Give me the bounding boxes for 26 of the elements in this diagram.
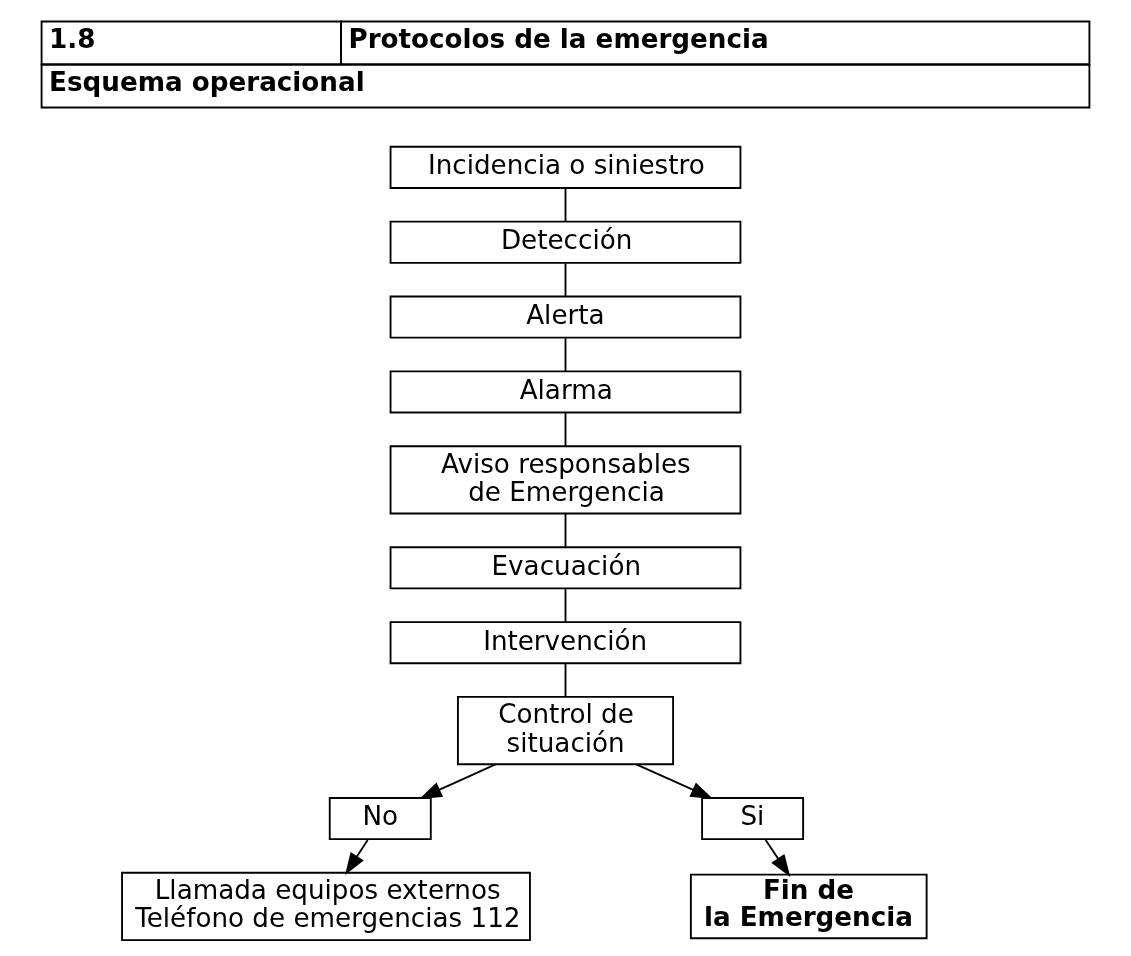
node-box: Evacuación xyxy=(389,546,742,590)
node-box: Fin de la Emergencia xyxy=(689,873,928,940)
node-box: Intervención xyxy=(389,621,742,665)
node-box: Aviso responsables de Emergencia xyxy=(389,445,742,515)
label: Protocolos de la emergencia xyxy=(348,24,769,55)
node-box: Incidencia o siniestro xyxy=(389,145,742,189)
label: Esquema operacional xyxy=(49,67,365,98)
connector xyxy=(564,663,567,698)
connector xyxy=(564,187,567,223)
connector xyxy=(564,412,567,447)
arrow xyxy=(635,763,714,799)
connector xyxy=(564,512,567,548)
arrow xyxy=(764,839,791,877)
connector xyxy=(564,588,567,623)
node-box: No xyxy=(328,797,432,841)
connector xyxy=(564,262,567,298)
node-box: Detección xyxy=(389,220,742,264)
node-box: Alerta xyxy=(389,295,742,339)
label: 1.8 xyxy=(49,24,96,55)
arrow xyxy=(419,763,497,799)
node-box: Control de situación xyxy=(456,696,675,766)
connector xyxy=(564,337,567,373)
node-box: Llamada equipos externos Teléfono de emergencias 112 xyxy=(121,871,531,942)
node-box: Si xyxy=(701,797,805,841)
node-box: Alarma xyxy=(389,370,742,414)
arrow xyxy=(345,839,369,876)
